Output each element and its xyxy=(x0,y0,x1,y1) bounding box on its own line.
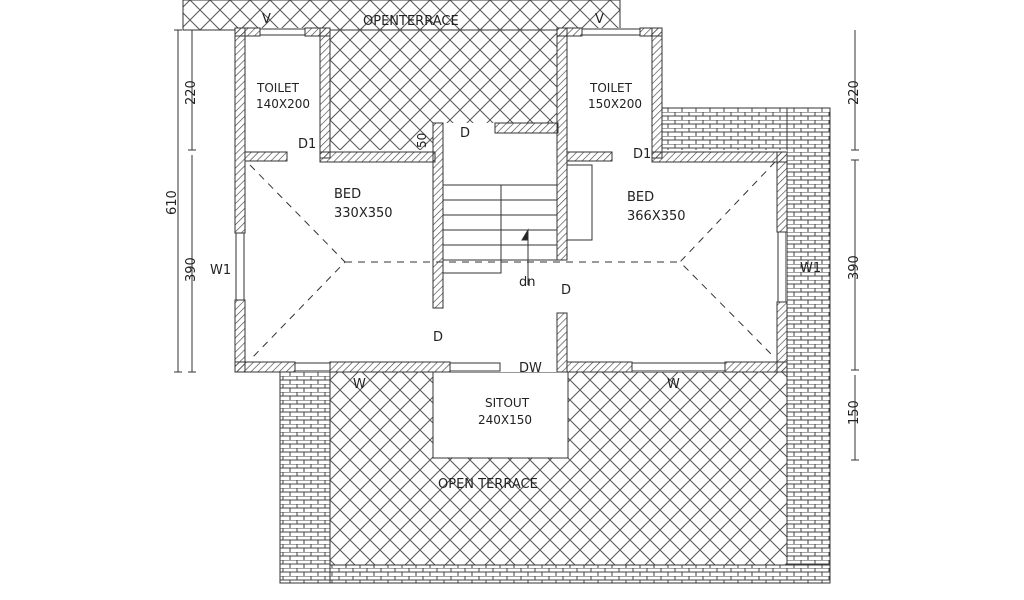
toilet-right-name: TOILET xyxy=(589,81,633,95)
dim-left-total: 610 xyxy=(165,190,180,215)
top-terrace-label: OPENTERRACE xyxy=(363,14,459,29)
window-right-label: W xyxy=(667,377,680,392)
toilet-right-size: 150X200 xyxy=(588,97,642,111)
brick-parapet xyxy=(279,107,831,584)
dim-right-middle: 390 xyxy=(847,255,862,280)
bottom-open-terrace xyxy=(329,371,788,566)
roof-hip-lines xyxy=(249,161,776,361)
rooms xyxy=(235,28,787,372)
sitout-name: SITOUT xyxy=(485,396,530,410)
bed-left-size: 330X350 xyxy=(334,206,393,221)
dim-right-bottom: 150 xyxy=(847,400,862,425)
sitout-size: 240X150 xyxy=(478,413,532,427)
door-bed-left: D xyxy=(433,330,443,345)
door-stair-top: D xyxy=(460,126,470,141)
window-w1-left: W1 xyxy=(210,263,231,278)
windows xyxy=(235,28,787,372)
bottom-terrace-label: OPEN TERRACE xyxy=(438,477,538,492)
bed-right-name: BED xyxy=(627,190,654,205)
dimension-lines xyxy=(174,29,859,461)
toilet-left-name: TOILET xyxy=(256,81,300,95)
ventilator-left-label: V xyxy=(262,12,271,27)
bed-left-name: BED xyxy=(334,187,361,202)
window-left-label: W xyxy=(353,377,366,392)
walls xyxy=(234,27,788,373)
dim-left-top: 220 xyxy=(184,80,199,105)
dim-left-bottom: 390 xyxy=(184,257,199,282)
stair-down-label: dn xyxy=(519,275,536,290)
door-bed-right: D xyxy=(561,283,571,298)
toilet-left-size: 140X200 xyxy=(256,97,310,111)
door-window-label: DW xyxy=(519,361,542,376)
window-w1-right: W1 xyxy=(800,261,821,276)
door-toilet-right: D1 xyxy=(633,147,651,162)
ledge-dimension: 50 xyxy=(415,133,429,148)
bed-right-size: 366X350 xyxy=(627,209,686,224)
staircase xyxy=(443,164,593,285)
door-toilet-left: D1 xyxy=(298,137,316,152)
ventilator-right-label: V xyxy=(595,12,604,27)
dim-right-top: 220 xyxy=(847,80,862,105)
